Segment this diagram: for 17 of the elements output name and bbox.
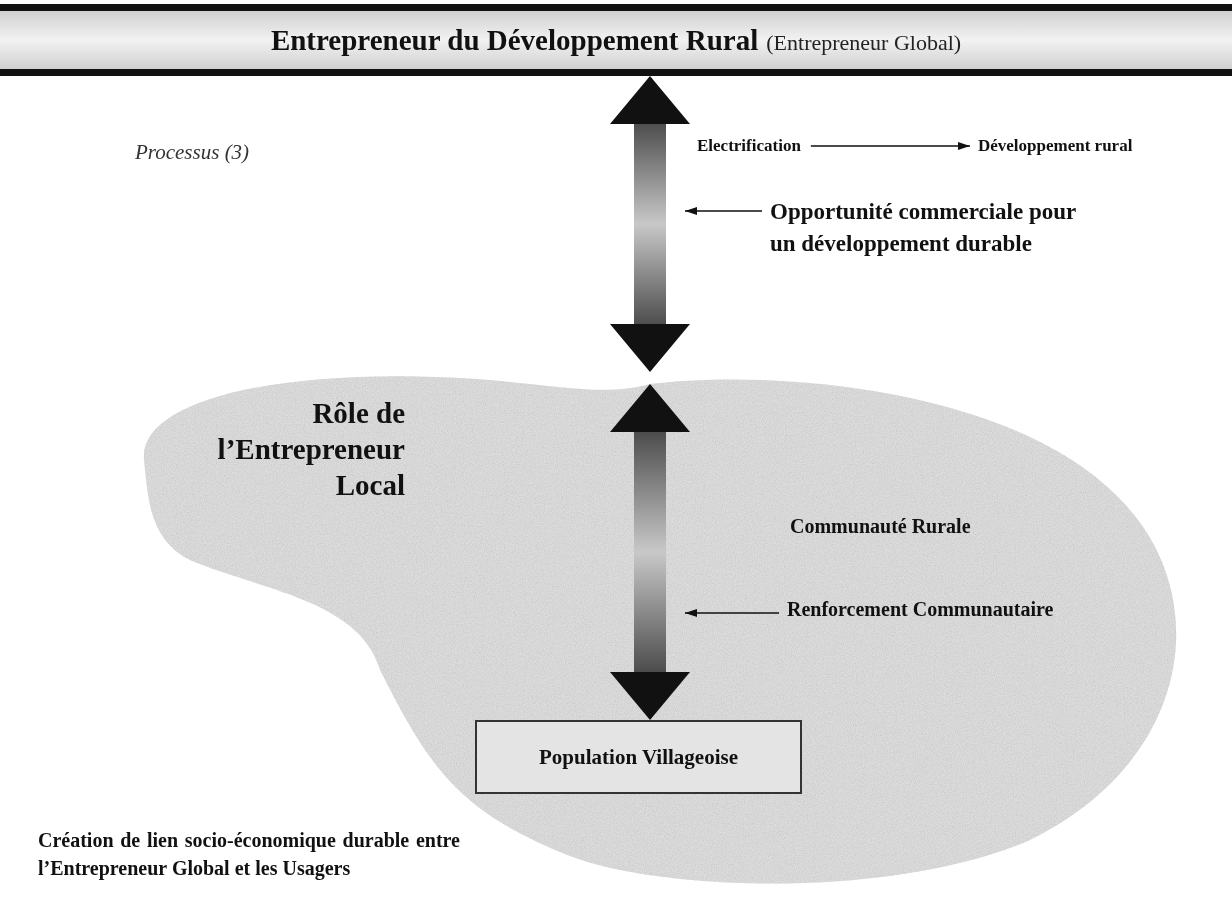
opportunity-note: Opportunité commerciale pour un développement durable bbox=[770, 196, 1090, 260]
title-banner bbox=[0, 4, 1232, 76]
banner-subtitle: (Entrepreneur Global) bbox=[766, 30, 962, 55]
arrow bbox=[684, 609, 780, 617]
banner-title: Entrepreneur du Développement Rural bbox=[270, 24, 759, 56]
population-box: Population Villageoise bbox=[475, 720, 802, 794]
note-text: Création de lien socio-économique durable entre l’Entrepreneur Global et les Usagers bbox=[38, 828, 460, 882]
double-arrow bbox=[610, 384, 690, 720]
role-heading: Rôle de l’Entrepreneur Local bbox=[216, 396, 405, 503]
community-label: Communauté Rurale bbox=[790, 515, 971, 538]
outcome-label: Développement rural bbox=[978, 136, 1133, 156]
reinforcement-note: Renforcement Communautaire bbox=[787, 598, 1054, 621]
arrow bbox=[684, 207, 763, 215]
double-arrow bbox=[610, 76, 690, 372]
process-label: Electrification bbox=[697, 136, 801, 156]
process-label: Processus (3) bbox=[135, 140, 250, 165]
arrow bbox=[810, 142, 971, 150]
